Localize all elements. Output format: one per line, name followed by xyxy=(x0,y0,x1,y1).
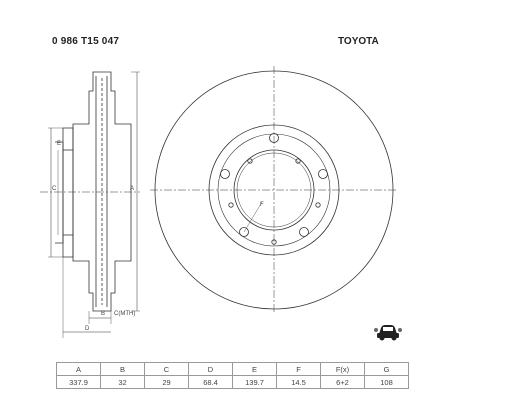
table-value-cell: 108 xyxy=(364,375,409,389)
table-value-cell: 14.5 xyxy=(276,375,321,389)
table-value-cell: 29 xyxy=(144,375,189,389)
table-value-cell: 337.9 xyxy=(56,375,101,389)
table-header-cell: B xyxy=(100,362,145,376)
car-wheel-icon xyxy=(373,320,403,342)
table-value-cell: 6+2 xyxy=(320,375,365,389)
spec-table: A B C D E F F(x) G 337.9 32 29 68.4 139.… xyxy=(56,362,409,389)
disc-cross-section xyxy=(40,71,140,338)
table-value-cell: 139.7 xyxy=(232,375,277,389)
disc-front-view xyxy=(150,66,398,314)
table-header-cell: G xyxy=(364,362,409,376)
dim-label-a: A xyxy=(130,186,134,192)
table-value-cell: 68.4 xyxy=(188,375,233,389)
part-number: 0 986 T15 047 xyxy=(52,36,120,47)
dim-label-b: B xyxy=(101,311,105,317)
table-header-cell: F(x) xyxy=(320,362,365,376)
table-header-cell: D xyxy=(188,362,233,376)
table-header-cell: C xyxy=(144,362,189,376)
dim-label-d: D xyxy=(85,326,90,332)
dim-label-c: C xyxy=(52,186,57,192)
table-header-cell: E xyxy=(232,362,277,376)
table-header-row: A B C D E F F(x) G xyxy=(56,362,409,376)
dim-label-f: F xyxy=(260,202,264,208)
table-value-row: 337.9 32 29 68.4 139.7 14.5 6+2 108 xyxy=(56,375,409,389)
table-value-cell: 32 xyxy=(100,375,145,389)
dim-label-e: E xyxy=(57,141,61,147)
dim-label-c-mth: C(MTH) xyxy=(114,311,135,317)
table-header-cell: A xyxy=(56,362,101,376)
brand-name: TOYOTA xyxy=(338,36,379,47)
table-header-cell: F xyxy=(276,362,321,376)
